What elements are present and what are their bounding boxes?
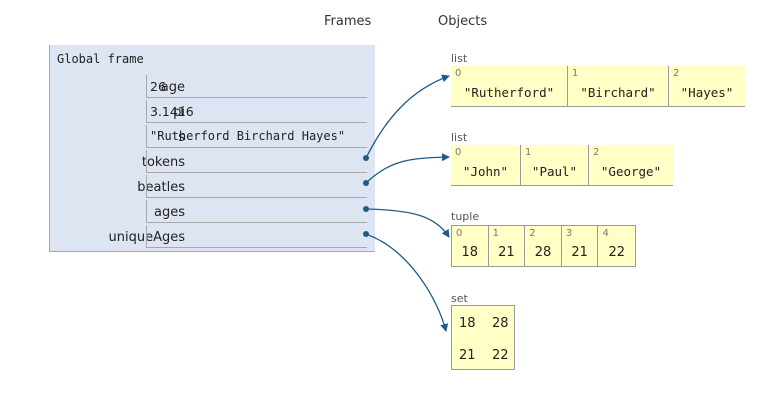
cell-index: 0 bbox=[455, 68, 462, 79]
var-row-uniqueages: uniqueAges bbox=[50, 225, 375, 250]
uniqueages-pointer-dot bbox=[363, 231, 369, 237]
object-type-label: tuple bbox=[451, 210, 480, 223]
var-value-tokens bbox=[146, 150, 367, 173]
var-value-age: 26 bbox=[146, 75, 367, 98]
ages-pointer-dot bbox=[363, 206, 369, 212]
set-item: 28 bbox=[492, 316, 509, 331]
var-value-age-text: 26 bbox=[150, 79, 166, 94]
cell-value: 21 bbox=[498, 245, 515, 260]
var-value-pi: 3.1416 bbox=[146, 100, 367, 123]
var-row-s: s "Rutherford Birchard Hayes" bbox=[50, 125, 375, 150]
cell-index: 1 bbox=[525, 147, 532, 158]
cell-index: 3 bbox=[565, 228, 573, 239]
list-cell: 1 "Birchard" bbox=[568, 66, 669, 106]
cell-index: 1 bbox=[492, 228, 499, 239]
tuple-cell: 2 28 bbox=[525, 226, 562, 266]
tuple-object-ages: 0 18 1 21 2 28 3 21 4 22 bbox=[451, 225, 636, 267]
beatles-pointer-arrow bbox=[365, 153, 450, 184]
cell-value: "Hayes" bbox=[680, 85, 734, 100]
cell-index: 0 bbox=[455, 147, 462, 158]
tuple-cell: 4 22 bbox=[598, 226, 635, 266]
tokens-pointer-dot bbox=[363, 155, 369, 161]
cell-value: 21 bbox=[571, 245, 588, 260]
set-item: 18 bbox=[459, 316, 476, 331]
var-value-pi-text: 3.1416 bbox=[150, 104, 194, 119]
list-cell: 2 "Hayes" bbox=[669, 66, 745, 106]
var-row-age: age 26 bbox=[50, 75, 375, 100]
var-name-beatles: beatles bbox=[137, 180, 185, 195]
frames-header: Frames bbox=[324, 14, 372, 29]
cell-index: 2 bbox=[529, 228, 536, 239]
tokens-pointer-arrow bbox=[365, 74, 450, 159]
cell-index: 4 bbox=[602, 228, 609, 239]
var-name-age: age bbox=[160, 80, 185, 95]
object-type-label: list bbox=[451, 131, 468, 144]
set-item: 22 bbox=[492, 348, 509, 363]
var-value-beatles bbox=[146, 175, 367, 198]
tuple-cell: 0 18 bbox=[452, 226, 489, 266]
set-object-uniqueages: 18 28 21 22 bbox=[451, 305, 515, 370]
var-name-pi: pi bbox=[173, 105, 185, 120]
tuple-cell: 1 21 bbox=[489, 226, 526, 266]
cell-value: 28 bbox=[534, 245, 552, 260]
beatles-pointer-dot bbox=[363, 180, 369, 186]
var-value-ages bbox=[146, 200, 367, 223]
cell-value: "Rutherford" bbox=[463, 85, 555, 100]
set-item: 21 bbox=[459, 348, 476, 363]
list-object-tokens: 0 "Rutherford" 1 "Birchard" 2 "Hayes" bbox=[451, 66, 745, 107]
cell-index: 2 bbox=[593, 147, 600, 158]
cell-value: "Birchard" bbox=[580, 85, 656, 100]
var-row-ages: ages bbox=[50, 200, 375, 225]
cell-value: "Paul" bbox=[531, 164, 578, 179]
global-frame: Global frame age 26 pi 3.1416 s "Rutherf… bbox=[49, 45, 375, 252]
var-row-pi: pi 3.1416 bbox=[50, 100, 375, 125]
var-value-uniqueages bbox=[146, 225, 367, 248]
object-type-label: list bbox=[451, 52, 468, 65]
list-cell: 0 "John" bbox=[451, 145, 521, 185]
objects-header: Objects bbox=[438, 14, 488, 29]
list-cell: 0 "Rutherford" bbox=[451, 66, 568, 106]
var-name-ages: ages bbox=[154, 205, 185, 220]
cell-value: "John" bbox=[462, 164, 509, 179]
cell-value: "George" bbox=[600, 164, 662, 179]
tuple-cell: 3 21 bbox=[562, 226, 599, 266]
var-value-s: "Rutherford Birchard Hayes" bbox=[146, 125, 367, 148]
cell-index: 0 bbox=[456, 228, 463, 239]
var-value-s-text: "Rutherford Birchard Hayes" bbox=[150, 129, 346, 143]
list-cell: 1 "Paul" bbox=[521, 145, 589, 185]
uniqueages-pointer-arrow bbox=[365, 233, 449, 332]
list-cell: 2 "George" bbox=[589, 145, 673, 185]
var-name-tokens: tokens bbox=[141, 155, 185, 170]
var-name-s: s bbox=[178, 130, 185, 145]
cell-index: 1 bbox=[572, 68, 579, 79]
list-object-beatles: 0 "John" 1 "Paul" 2 "George" bbox=[451, 145, 673, 186]
var-row-beatles: beatles bbox=[50, 175, 375, 200]
frame-title: Global frame bbox=[57, 52, 144, 66]
ages-pointer-arrow bbox=[365, 208, 450, 238]
cell-value: 18 bbox=[461, 245, 479, 260]
var-row-tokens: tokens bbox=[50, 150, 375, 175]
object-type-label: set bbox=[451, 292, 468, 305]
cell-index: 2 bbox=[673, 68, 680, 79]
cell-value: 22 bbox=[608, 245, 625, 260]
